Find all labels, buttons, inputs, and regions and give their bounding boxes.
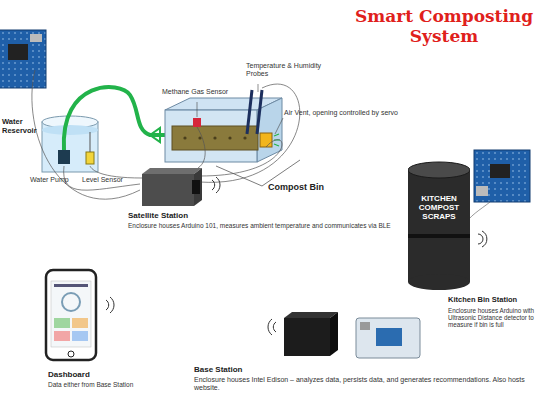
dashboard-phone: DashboardData either from Base Station <box>44 268 164 393</box>
node-heading: Satellite Station <box>128 211 428 220</box>
callout-label: Air Vent, opening controlled by servo <box>284 109 424 117</box>
callout-label: Water Reservoir <box>2 118 42 135</box>
kitchen-bin: KITCHEN COMPOST SCRAPS <box>408 160 470 290</box>
water-pump <box>58 150 70 164</box>
level-sensor <box>86 152 94 164</box>
water-reservoir <box>42 116 98 172</box>
methane-sensor <box>193 118 201 127</box>
node-description: Enclosure houses Arduino 101, measures a… <box>128 222 428 229</box>
probe <box>257 90 262 134</box>
probe <box>247 90 252 134</box>
callout-label: Compost Bin <box>268 182 338 192</box>
callout-label: Kitchen Bin Station <box>448 296 556 305</box>
arduino-board <box>0 30 46 88</box>
edison-board <box>356 318 420 358</box>
callout-label: Level Sensor <box>82 176 132 184</box>
node-heading: Dashboard <box>48 370 168 379</box>
node-heading: Base Station <box>194 365 534 374</box>
satellite-station: Satellite StationEnclosure houses Arduin… <box>126 166 446 231</box>
air-vent <box>260 133 272 147</box>
callout-label: Water Pump <box>30 176 78 184</box>
callout-label: Methane Gas Sensor <box>162 88 252 96</box>
title: Smart Composting System <box>346 6 542 47</box>
node-description: Enclosure houses Intel Edison – analyzes… <box>194 376 534 392</box>
node-description: Data either from Base Station <box>48 381 168 388</box>
arduino-board <box>474 150 530 202</box>
callout-label: Enclosure houses Arduino with Ultrasonic… <box>448 307 556 329</box>
kitchen-bin-shape <box>408 160 470 290</box>
callout-label: Temperature & Humidity Probes <box>246 62 324 78</box>
water-tube <box>64 87 165 150</box>
node-heading: KITCHEN COMPOST SCRAPS <box>411 194 467 222</box>
compost-bin <box>165 90 282 162</box>
